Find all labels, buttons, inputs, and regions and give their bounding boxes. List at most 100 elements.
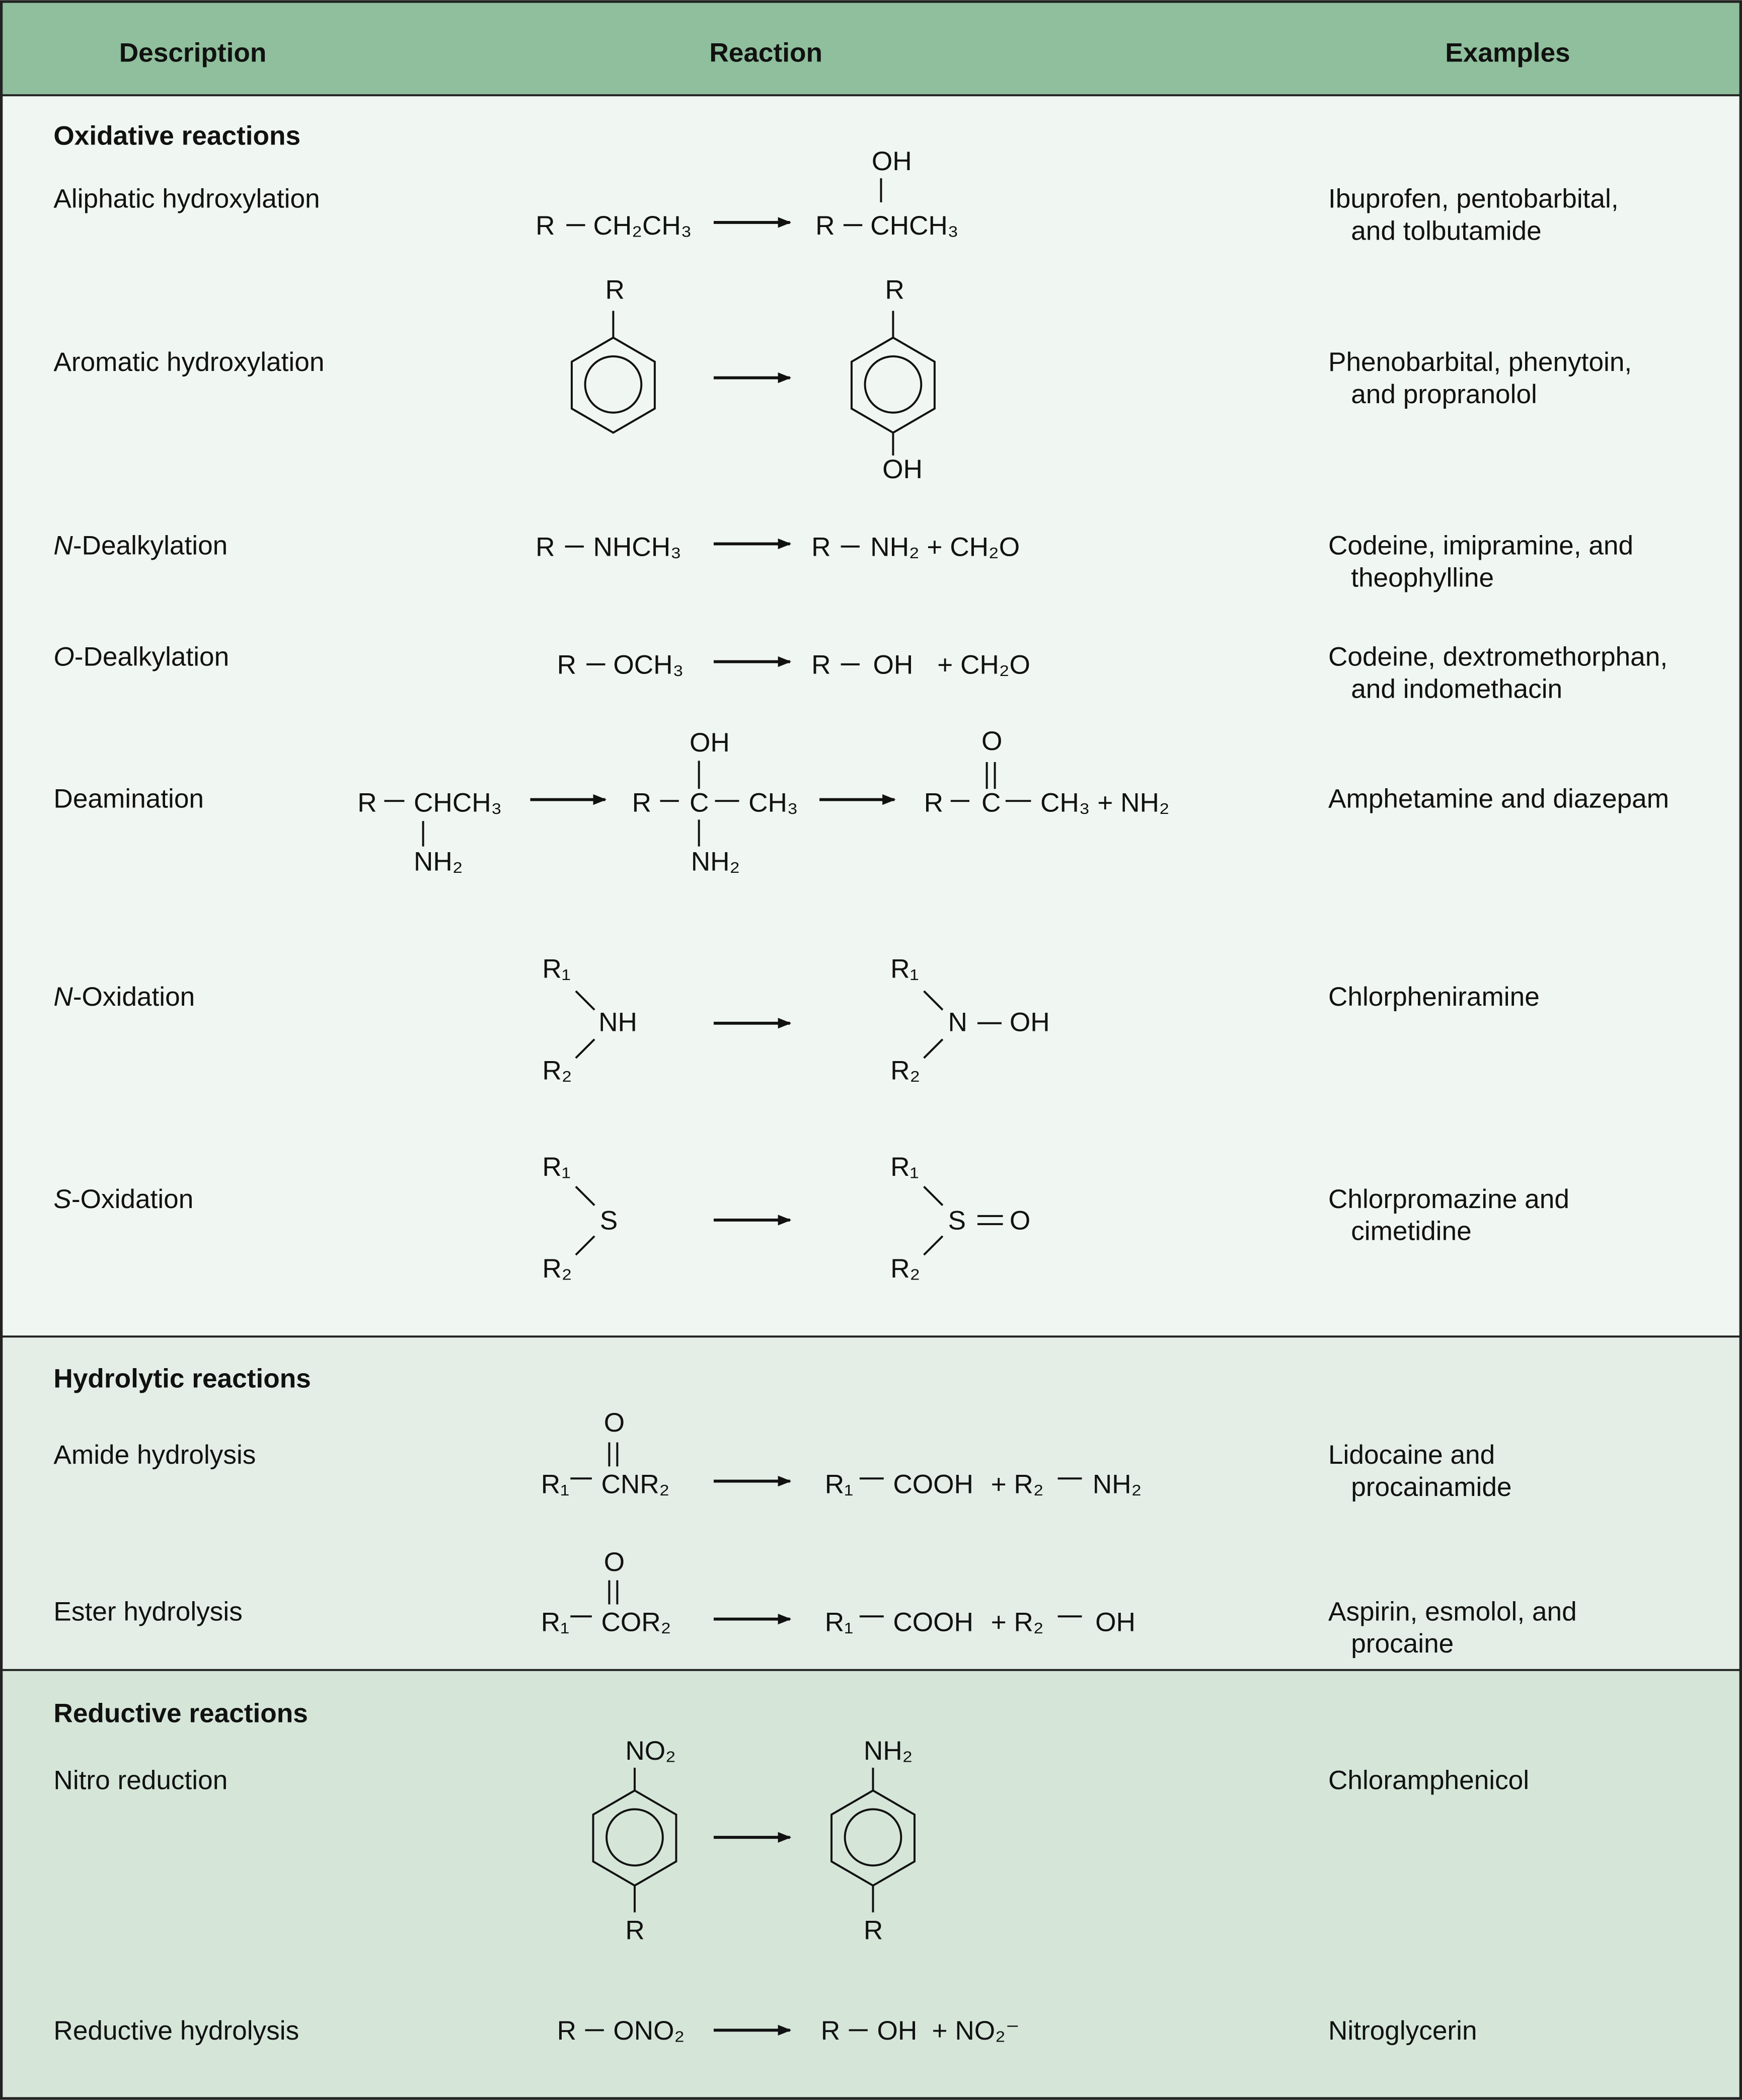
description: S-Oxidation: [53, 1184, 193, 1214]
formula: CH₃: [748, 788, 798, 817]
formula: R₁: [542, 954, 570, 984]
description: Amide hydrolysis: [53, 1440, 256, 1470]
row-reductive-hydrolysis: Reductive hydrolysis Nitroglycerin R ONO…: [53, 2016, 1477, 2046]
examples-line: and indomethacin: [1351, 674, 1562, 704]
examples-line: Ibuprofen, pentobarbital,: [1328, 184, 1619, 214]
formula: R: [632, 788, 651, 817]
formula: R: [811, 650, 830, 680]
examples-line: Lidocaine and: [1328, 1440, 1495, 1470]
examples-line: Aspirin, esmolol, and: [1328, 1597, 1577, 1626]
formula: OH: [872, 146, 912, 176]
formula: COOH: [893, 1470, 973, 1499]
formula: R₂: [890, 1254, 920, 1284]
formula: COOH: [893, 1608, 973, 1637]
formula: + CH₂O: [937, 650, 1030, 680]
section-title-oxidative: Oxidative reactions: [53, 121, 300, 151]
formula: R: [536, 532, 555, 562]
formula: R₁: [825, 1470, 853, 1499]
examples-line: procaine: [1351, 1629, 1454, 1659]
formula: OH: [877, 2016, 917, 2046]
row-aliphatic-hydroxylation: Aliphatic hydroxylation Ibuprofen, pento…: [53, 146, 1618, 246]
row-s-oxidation: S-Oxidation Chlorpromazine and cimetidin…: [53, 1152, 1569, 1284]
formula: R: [557, 650, 576, 680]
formula: CH₂CH₃: [593, 211, 692, 241]
formula: OH: [690, 728, 730, 758]
row-n-dealkylation: N-Dealkylation Codeine, imipramine, and …: [53, 531, 1633, 593]
row-nitro-reduction: Nitro reduction Chloramphenicol NO₂ R NH…: [53, 1736, 1529, 1945]
formula: R₂: [890, 1056, 920, 1086]
formula: R: [924, 788, 943, 817]
examples-line: Codeine, dextromethorphan,: [1328, 642, 1668, 672]
formula: CNR₂: [601, 1470, 669, 1499]
formula: R₁: [890, 954, 919, 984]
examples-line: Nitroglycerin: [1328, 2016, 1477, 2046]
formula: NH: [598, 1008, 637, 1037]
row-deamination: Deamination Amphetamine and diazepam R C…: [53, 726, 1669, 876]
examples-line: Codeine, imipramine, and: [1328, 531, 1633, 561]
formula: + R₂: [991, 1608, 1044, 1637]
formula: NH₂: [414, 847, 463, 877]
description: O-Dealkylation: [53, 642, 229, 672]
examples-line: and tolbutamide: [1351, 216, 1542, 246]
row-aromatic-hydroxylation: Aromatic hydroxylation Phenobarbital, ph…: [53, 275, 1632, 484]
description: Ester hydrolysis: [53, 1597, 242, 1626]
description: Nitro reduction: [53, 1765, 228, 1795]
formula: R₁: [890, 1152, 919, 1182]
section-title-hydrolytic: Hydrolytic reactions: [53, 1364, 311, 1393]
formula: CHCH₃: [870, 211, 958, 241]
examples-line: theophylline: [1351, 563, 1494, 593]
formula: C: [981, 788, 1001, 817]
formula: R₁: [825, 1608, 853, 1637]
formula: O: [1010, 1206, 1030, 1235]
column-header-reaction: Reaction: [709, 38, 822, 68]
oxidative-section-bg: [0, 95, 1742, 1337]
formula: S: [600, 1206, 618, 1235]
formula: R: [357, 788, 376, 817]
formula: NH₂ + CH₂O: [870, 532, 1020, 562]
description: N-Dealkylation: [53, 531, 228, 561]
description: Deamination: [53, 784, 204, 813]
description: N-Oxidation: [53, 982, 195, 1012]
examples-line: and propranolol: [1351, 380, 1537, 409]
formula: O: [981, 726, 1002, 756]
formula: COR₂: [601, 1608, 671, 1637]
row-n-oxidation: N-Oxidation Chlorpheniramine R₁ NH R₂ R₁…: [53, 954, 1539, 1085]
header-row-bg: [0, 0, 1742, 96]
formula: CHCH₃: [414, 788, 502, 817]
section-title-reductive: Reductive reactions: [53, 1698, 308, 1728]
examples-line: Chlorpheniramine: [1328, 982, 1540, 1012]
formula: NH₂: [864, 1736, 913, 1766]
formula: R₁: [541, 1608, 569, 1637]
formula: NH₂: [691, 847, 740, 877]
formula: R: [605, 275, 624, 305]
examples-line: Amphetamine and diazepam: [1328, 784, 1669, 813]
description: Aromatic hydroxylation: [53, 347, 324, 377]
formula: R: [864, 1915, 883, 1945]
formula: R: [536, 211, 555, 241]
column-header-description: Description: [119, 38, 267, 68]
examples-line: procainamide: [1351, 1472, 1511, 1502]
benzene-ring: [570, 336, 656, 434]
formula: OH: [882, 455, 923, 484]
formula: R: [815, 211, 835, 241]
formula: R: [821, 2016, 840, 2046]
formula: + R₂: [991, 1470, 1044, 1499]
row-amide-hydrolysis: Amide hydrolysis Lidocaine and procainam…: [53, 1408, 1511, 1502]
formula: R: [625, 1915, 644, 1945]
examples-line: Chloramphenicol: [1328, 1765, 1529, 1795]
formula: R: [811, 532, 830, 562]
formula: OCH₃: [613, 650, 684, 680]
formula: + NO₂⁻: [932, 2016, 1020, 2046]
formula: R: [557, 2016, 576, 2046]
formula: R₁: [541, 1470, 569, 1499]
formula: C: [690, 788, 709, 817]
description: Reductive hydrolysis: [53, 2016, 299, 2046]
formula: O: [604, 1408, 625, 1438]
hydrolytic-section-bg: [0, 1336, 1742, 1670]
formula: ONO₂: [613, 2016, 685, 2046]
formula: R₁: [542, 1152, 570, 1182]
formula: R₂: [542, 1056, 572, 1086]
formula: NO₂: [625, 1736, 675, 1766]
formula: CH₃ + NH₂: [1040, 788, 1170, 817]
